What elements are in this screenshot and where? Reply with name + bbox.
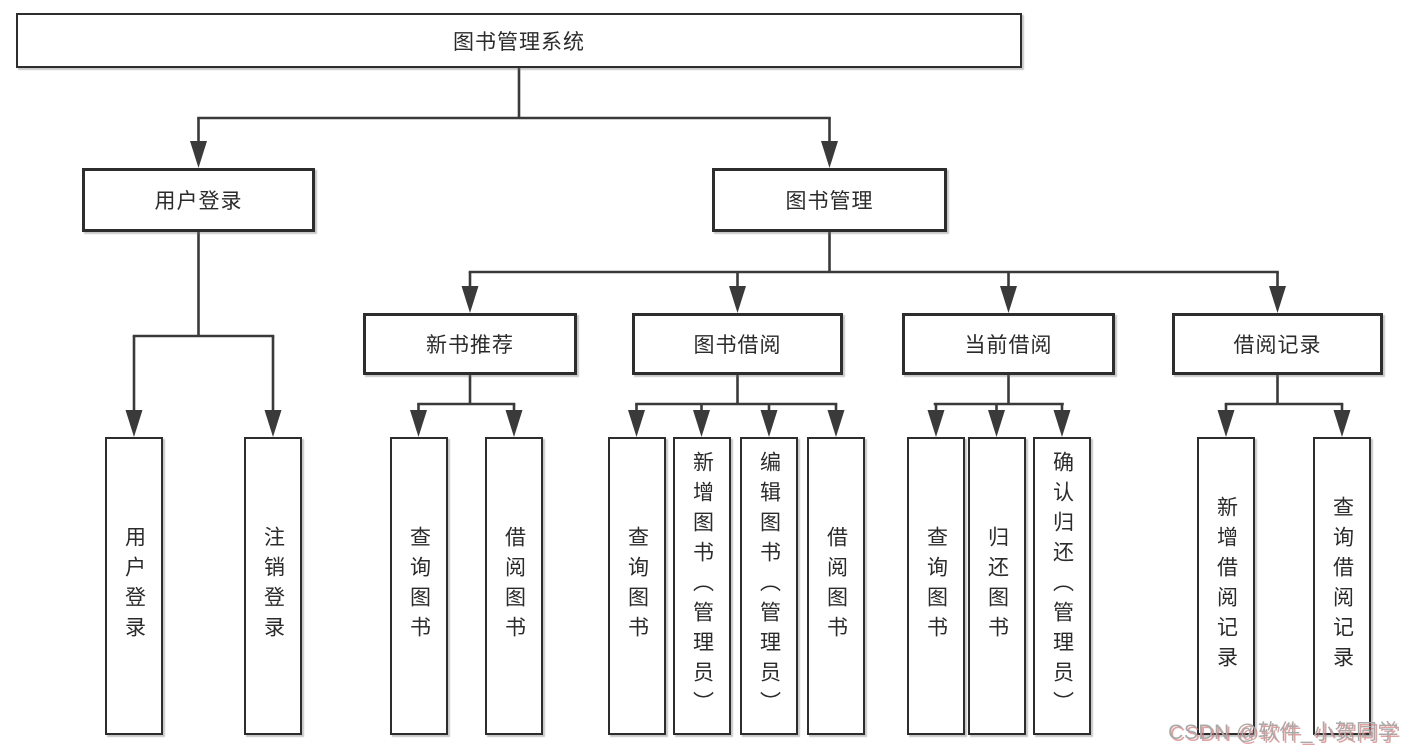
- node-new-book-recommend: 新书推荐: [363, 313, 577, 375]
- leaf-label: 注销登录: [261, 526, 285, 646]
- node-root: 图书管理系统: [16, 13, 1022, 68]
- leaf-add-borrow-record: 新增借阅记录: [1197, 437, 1255, 735]
- node-user-login-label: 用户登录: [154, 190, 243, 213]
- node-book-management: 图书管理: [712, 168, 947, 232]
- leaf-label: 借阅图书: [824, 526, 848, 646]
- leaf-label: 用户登录: [122, 526, 146, 646]
- node-book-borrow-label: 图书借阅: [693, 334, 782, 357]
- leaf-edit-book-admin: 编辑图书（管理员）: [740, 437, 798, 735]
- leaf-label: 查询借阅记录: [1330, 496, 1354, 676]
- leaf-label: 查询图书: [625, 526, 649, 646]
- leaf-query-book-borrow: 查询图书: [608, 437, 666, 735]
- leaf-label: 查询图书: [407, 526, 431, 646]
- leaf-confirm-return-admin: 确认归还（管理员）: [1033, 437, 1091, 735]
- leaf-label: 归还图书: [985, 526, 1009, 646]
- node-root-label: 图书管理系统: [453, 30, 585, 54]
- csdn-watermark: CSDN @软件_小贺同学: [1168, 721, 1399, 744]
- node-book-borrow: 图书借阅: [632, 313, 843, 375]
- leaf-return-book: 归还图书: [968, 437, 1026, 735]
- leaf-borrow-book-recommend: 借阅图书: [485, 437, 543, 735]
- node-new-book-recommend-label: 新书推荐: [426, 334, 514, 357]
- leaf-query-book-current: 查询图书: [907, 437, 965, 735]
- leaf-user-login: 用户登录: [105, 437, 163, 735]
- node-borrow-record: 借阅记录: [1172, 313, 1383, 375]
- leaf-label: 新增图书（管理员）: [690, 451, 714, 721]
- node-borrow-record-label: 借阅记录: [1233, 334, 1322, 357]
- leaf-query-borrow-record: 查询借阅记录: [1313, 437, 1371, 735]
- node-user-login: 用户登录: [82, 168, 315, 232]
- node-current-borrow: 当前借阅: [902, 313, 1115, 375]
- leaf-label: 新增借阅记录: [1214, 496, 1238, 676]
- leaf-add-book-admin: 新增图书（管理员）: [673, 437, 731, 735]
- leaf-borrow-book: 借阅图书: [807, 437, 865, 735]
- leaf-query-book-recommend: 查询图书: [390, 437, 448, 735]
- leaf-label: 确认归还（管理员）: [1050, 451, 1074, 721]
- leaf-label: 借阅图书: [502, 526, 526, 646]
- node-book-management-label: 图书管理: [785, 190, 874, 213]
- leaf-label: 编辑图书（管理员）: [757, 451, 781, 721]
- leaf-label: 查询图书: [924, 526, 948, 646]
- leaf-logout: 注销登录: [244, 437, 302, 735]
- node-current-borrow-label: 当前借阅: [964, 334, 1053, 357]
